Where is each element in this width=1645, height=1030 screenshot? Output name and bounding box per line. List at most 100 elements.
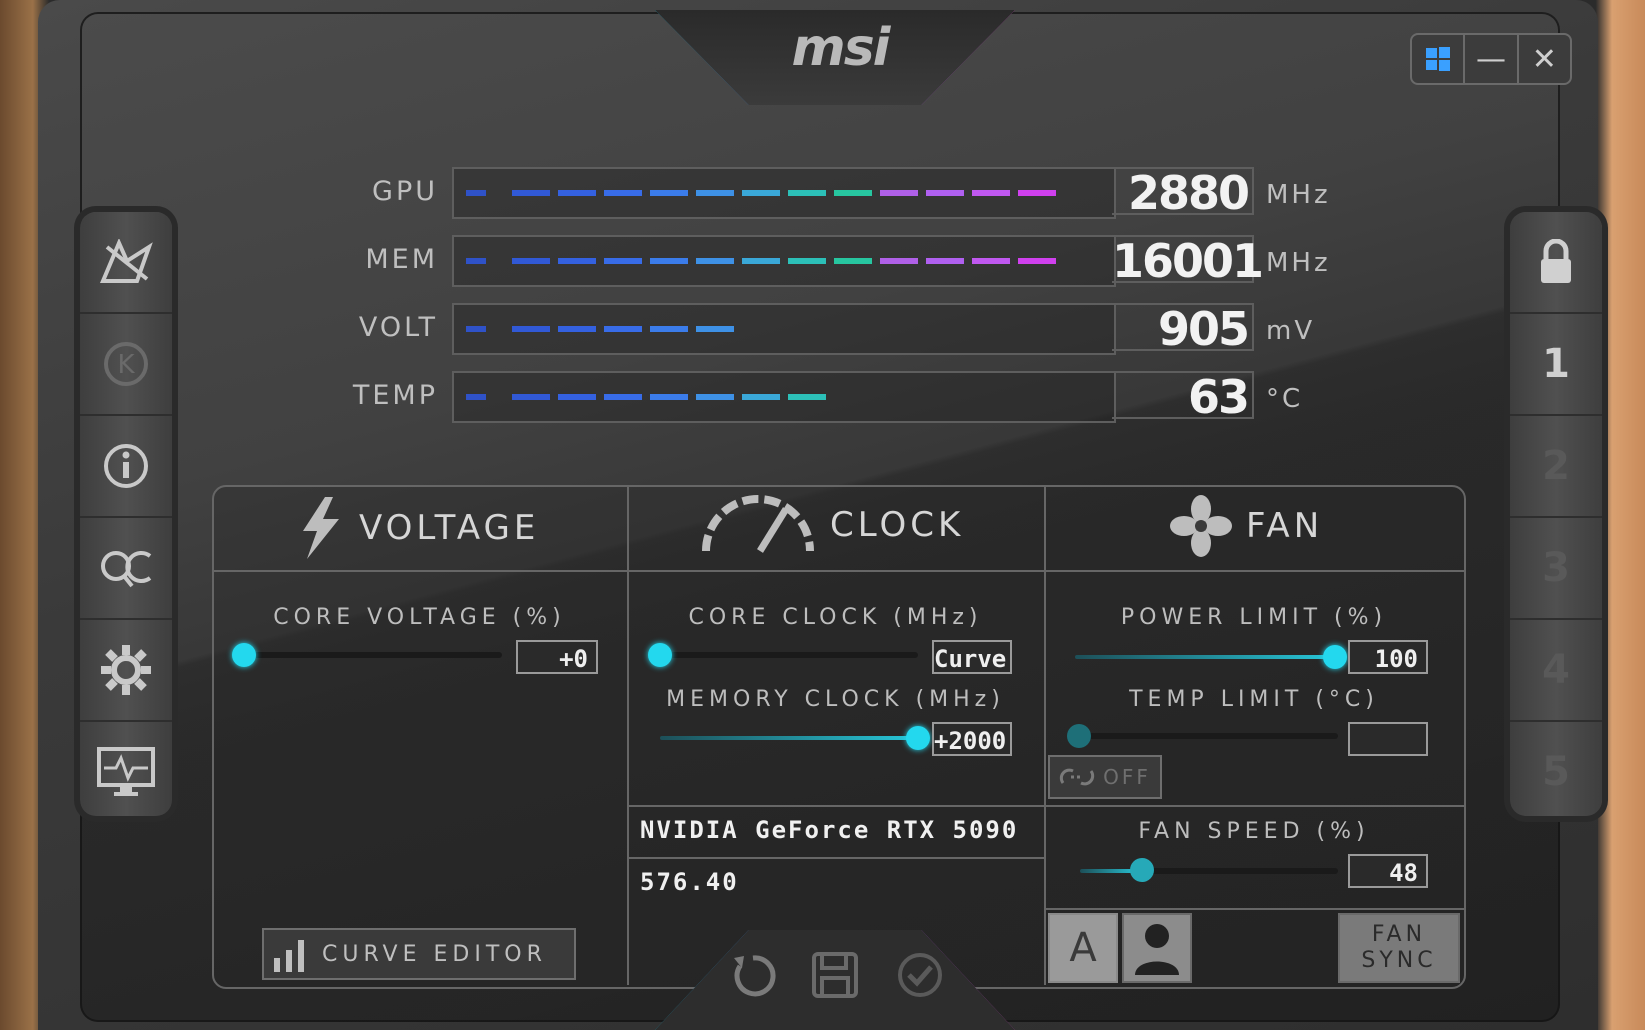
power-limit-label: POWER LIMIT (%)	[1120, 605, 1388, 630]
temp-limit-slider-knob[interactable]	[1067, 724, 1091, 748]
svg-text:K: K	[117, 350, 135, 380]
divider	[212, 570, 1464, 572]
fan-sync-line2: SYNC	[1361, 948, 1437, 973]
close-button[interactable]: ✕	[1531, 41, 1557, 77]
link-toggle-label: OFF	[1103, 765, 1151, 789]
temp-limit-slider-track[interactable]	[1080, 733, 1338, 739]
temperature-bar	[452, 371, 1116, 423]
monitor-label: TEMP	[352, 380, 438, 411]
memory-clock-slider-knob[interactable]	[906, 726, 930, 750]
monitor-label: VOLT	[358, 312, 438, 343]
monitor-bar-segment	[650, 190, 688, 196]
curve-editor-button[interactable]: CURVE EDITOR	[262, 928, 576, 980]
gpu-clock-value: 2880	[1112, 167, 1254, 217]
right-sidebar: 1 2 3 4 5	[1510, 212, 1602, 816]
fan-speed-input[interactable]: 48	[1348, 854, 1428, 888]
core-clock-input[interactable]: Curve	[932, 640, 1012, 674]
monitor-bar-segment	[604, 326, 642, 332]
monitor-bar-segment	[558, 394, 596, 400]
fan-user-button[interactable]	[1122, 913, 1192, 983]
memory-clock-input[interactable]: +2000	[932, 722, 1012, 756]
k-boost-icon[interactable]: K	[80, 314, 172, 416]
voltage-bar	[452, 303, 1116, 355]
apply-icon[interactable]	[895, 950, 945, 1004]
driver-version: 576.40	[640, 868, 739, 896]
monitor-bar-segment	[788, 258, 826, 264]
info-icon[interactable]	[80, 416, 172, 518]
windows-icon[interactable]	[1412, 35, 1466, 83]
profile-3-button[interactable]: 3	[1510, 518, 1602, 620]
core-clock-slider-knob[interactable]	[648, 643, 672, 667]
monitor-bar-segment	[512, 394, 550, 400]
profile-1-button[interactable]: 1	[1510, 314, 1602, 416]
temperature-value: 63	[1112, 371, 1254, 421]
monitor-bar-segment	[696, 190, 734, 196]
link-icon	[1060, 768, 1095, 786]
core-voltage-label: CORE VOLTAGE (%)	[273, 605, 566, 630]
monitor-unit: °C	[1266, 384, 1304, 414]
core-voltage-slider-knob[interactable]	[232, 643, 256, 667]
fan-title: FAN	[1246, 506, 1324, 546]
oc-scanner-icon[interactable]	[80, 518, 172, 620]
lock-icon[interactable]	[1510, 212, 1602, 314]
monitor-bar-segment	[696, 326, 734, 332]
temp-limit-input[interactable]	[1348, 722, 1428, 756]
voltage-value: 905	[1112, 303, 1254, 353]
monitor-bar-segment	[742, 394, 780, 400]
monitor-bar-segment	[558, 190, 596, 196]
profile-4-button[interactable]: 4	[1510, 620, 1602, 722]
monitor-bar-segment	[558, 258, 596, 264]
monitor-bar-segment	[880, 190, 918, 196]
fan-header: FAN	[1170, 495, 1323, 557]
monitor-bar-segment	[696, 258, 734, 264]
fan-sync-line1: FAN	[1371, 922, 1427, 947]
monitor-label: MEM	[365, 244, 438, 275]
fan-speed-label: FAN SPEED (%)	[1138, 819, 1370, 844]
monitor-bar-segment	[604, 258, 642, 264]
monitor-bar-segment	[1018, 190, 1056, 196]
monitor-bar-segment	[604, 190, 642, 196]
fan-sync-button[interactable]: FAN SYNC	[1338, 913, 1460, 983]
settings-icon[interactable]	[80, 620, 172, 722]
fan-speed-slider-knob[interactable]	[1130, 858, 1154, 882]
core-clock-slider-track[interactable]	[660, 652, 918, 658]
monitor-bar-segment	[972, 190, 1010, 196]
monitor-bar-segment	[650, 258, 688, 264]
profile-5-button[interactable]: 5	[1542, 749, 1570, 795]
fan-speed-slider-fill[interactable]	[1080, 869, 1140, 873]
power-limit-slider-fill[interactable]	[1075, 655, 1335, 659]
divider	[627, 805, 1464, 807]
monitor-bar-segment	[466, 190, 486, 196]
gpu-clock-bar	[452, 167, 1116, 219]
minimize-button[interactable]: —	[1465, 35, 1519, 83]
link-toggle-button[interactable]: OFF	[1048, 755, 1162, 799]
power-limit-input[interactable]: 100	[1348, 640, 1428, 674]
divider	[627, 857, 1044, 859]
monitor-icon[interactable]	[80, 722, 172, 822]
divider	[1044, 908, 1464, 910]
core-voltage-slider-track[interactable]	[240, 652, 502, 658]
memory-clock-slider-fill[interactable]	[660, 736, 915, 740]
divider	[627, 485, 629, 985]
voltage-title: VOLTAGE	[359, 508, 540, 548]
bar-chart-icon	[274, 940, 304, 972]
monitor-bar-segment	[466, 258, 486, 264]
fan-auto-button[interactable]: A	[1048, 913, 1118, 983]
kombustor-icon[interactable]	[80, 212, 172, 314]
save-icon[interactable]	[810, 950, 860, 1004]
monitor-unit: MHz	[1266, 248, 1331, 278]
app-body	[80, 12, 1560, 1022]
profile-2-button[interactable]: 2	[1510, 416, 1602, 518]
reset-icon[interactable]	[728, 950, 778, 1004]
power-limit-slider-knob[interactable]	[1323, 645, 1347, 669]
monitor-bar-segment	[972, 258, 1010, 264]
monitor-bar-segment	[788, 190, 826, 196]
monitor-unit: mV	[1266, 316, 1316, 346]
memory-clock-label: MEMORY CLOCK (MHz)	[666, 687, 1005, 712]
fan-speed-slider-track[interactable]	[1140, 868, 1338, 874]
temp-limit-label: TEMP LIMIT (°C)	[1129, 687, 1379, 712]
monitor-bar-segment	[604, 394, 642, 400]
gpu-name: NVIDIA GeForce RTX 5090	[640, 816, 1019, 844]
core-voltage-input[interactable]: +0	[516, 640, 598, 674]
monitor-bar-segment	[696, 394, 734, 400]
